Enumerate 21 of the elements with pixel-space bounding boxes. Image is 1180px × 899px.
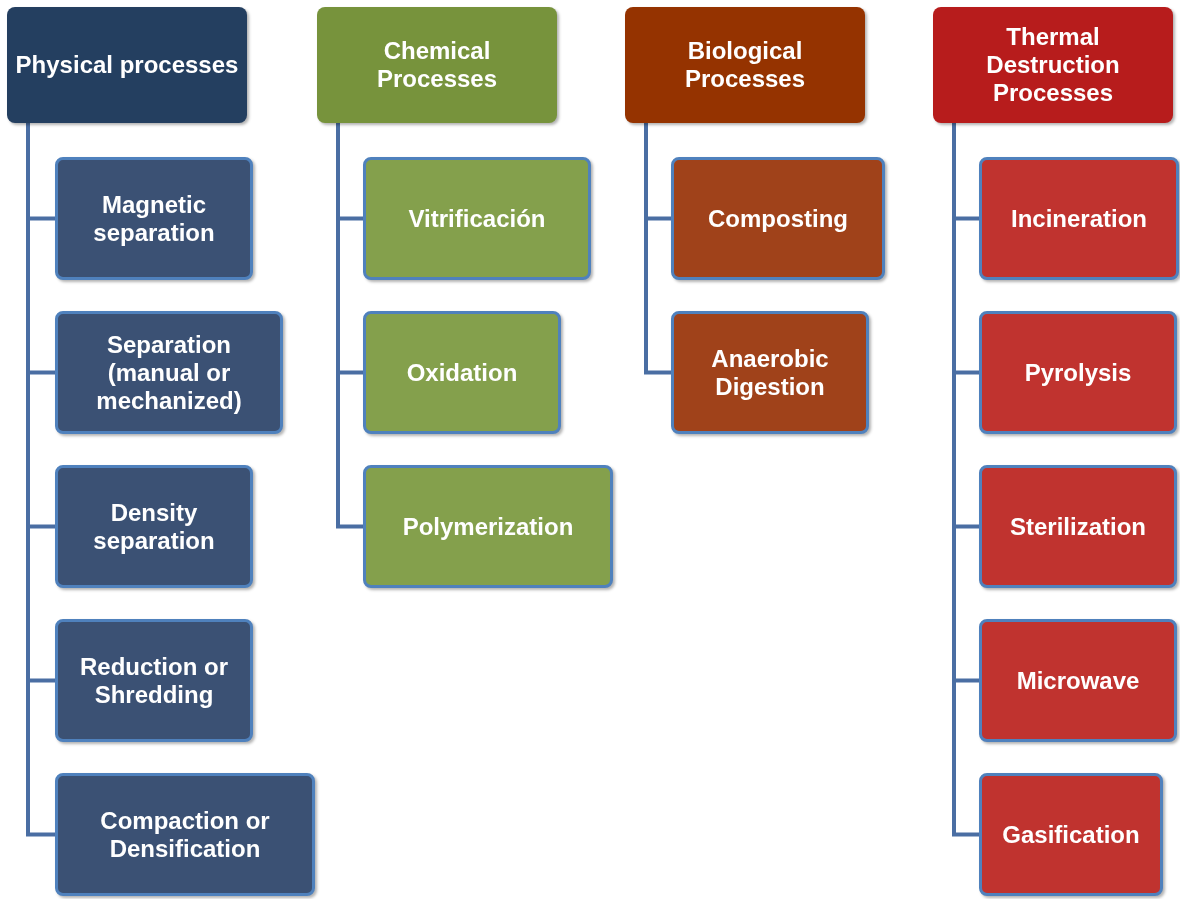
process-box: Reduction or Shredding <box>55 619 253 742</box>
process-box: Microwave <box>979 619 1177 742</box>
process-box: Composting <box>671 157 885 280</box>
process-box: Vitrificación <box>363 157 591 280</box>
process-box: Gasification <box>979 773 1163 896</box>
process-box: Pyrolysis <box>979 311 1177 434</box>
process-box: Separation (manual or mechanized) <box>55 311 283 434</box>
connector-line <box>644 123 671 375</box>
category-header: Thermal Destruction Processes <box>933 7 1173 123</box>
process-box: Polymerization <box>363 465 613 588</box>
connector-line <box>336 123 363 529</box>
process-box: Anaerobic Digestion <box>671 311 869 434</box>
process-box: Compaction or Densification <box>55 773 315 896</box>
process-box: Magnetic separation <box>55 157 253 280</box>
process-box: Density separation <box>55 465 253 588</box>
process-box: Sterilization <box>979 465 1177 588</box>
category-header: Chemical Processes <box>317 7 557 123</box>
category-header: Biological Processes <box>625 7 865 123</box>
process-box: Incineration <box>979 157 1179 280</box>
process-box: Oxidation <box>363 311 561 434</box>
category-header: Physical processes <box>7 7 247 123</box>
